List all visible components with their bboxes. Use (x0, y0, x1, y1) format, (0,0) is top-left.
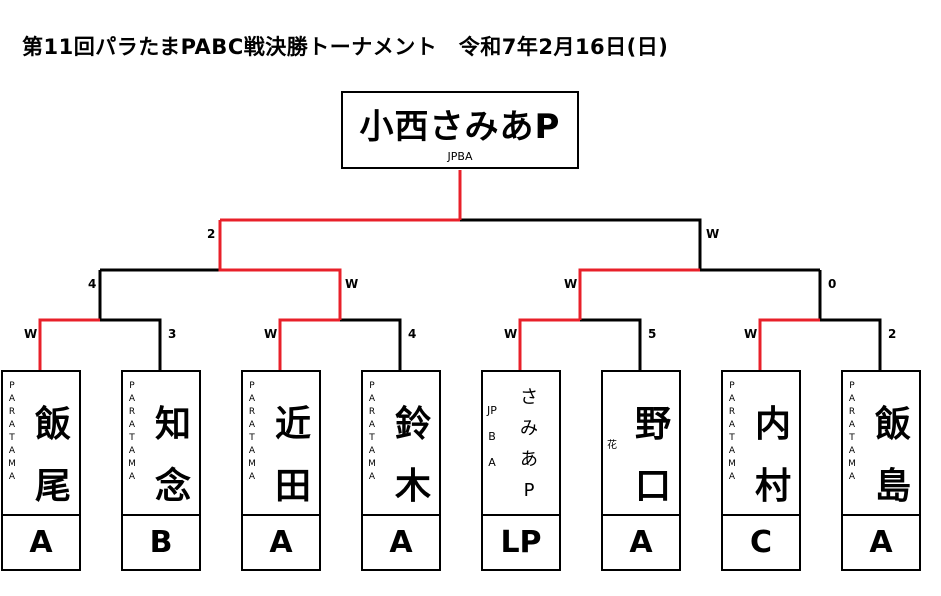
player-class: A (841, 514, 921, 571)
player-class: A (601, 514, 681, 571)
player-card-7: PARATAMA 内村 (721, 370, 801, 516)
player-affiliation: PARATAMA (848, 381, 856, 482)
player-card-5: JPBA さみあP (481, 370, 561, 516)
player-card-1: PARATAMA 飯尾 (1, 370, 81, 516)
bracket-line (578, 268, 700, 320)
player-affiliation: PARATAMA (8, 381, 16, 482)
champion-name: 小西さみあP (359, 107, 561, 147)
score-final-right: W (706, 227, 720, 241)
player-card-2: PARATAMA 知念 (121, 370, 201, 516)
player-name: 鈴木 (394, 404, 431, 507)
player-affiliation: PARATAMA (368, 381, 376, 482)
score-semi1-left: 4 (88, 277, 97, 291)
player-name: 知念 (154, 404, 191, 507)
player-affiliation: PARATAMA (248, 381, 256, 482)
player-name: 野口 (634, 404, 671, 507)
score-qf2-right: 4 (408, 327, 417, 341)
winner-paths (38, 170, 820, 371)
bracket-line (218, 220, 342, 320)
score-semi2-left: W (564, 277, 578, 291)
player-name: 飯島 (874, 404, 911, 507)
score-semi1-right: W (345, 277, 359, 291)
tournament-title: 第11回パラたまPABC戦決勝トーナメント 令和7年2月16日(日) (22, 35, 669, 59)
player-card-8: PARATAMA 飯島 (841, 370, 921, 516)
player-class: A (1, 514, 81, 571)
player-name: さみあP (520, 387, 538, 501)
score-qf1-left: W (24, 327, 38, 341)
bracket-line (460, 218, 702, 270)
score-qf1-right: 3 (168, 327, 177, 341)
score-qf3-left: W (504, 327, 518, 341)
champion-box: 小西さみあP JPBA (341, 91, 579, 169)
player-name: 飯尾 (34, 404, 71, 507)
champion-affiliation: JPBA (447, 150, 473, 163)
score-qf3-right: 5 (648, 327, 657, 341)
player-card-6: 花 野口 (601, 370, 681, 516)
player-class: LP (481, 514, 561, 571)
player-affiliation: PARATAMA (728, 381, 736, 482)
player-class: A (361, 514, 441, 571)
score-qf4-left: W (744, 327, 758, 341)
bracket-line (820, 318, 882, 371)
bracket-line (278, 318, 340, 371)
score-qf4-right: 2 (888, 327, 897, 341)
bracket-line (340, 318, 402, 371)
bracket-line (100, 318, 162, 371)
player-name: 近田 (274, 404, 311, 507)
score-semi2-right: 0 (828, 277, 837, 291)
bracket-line (38, 318, 100, 371)
player-class: B (121, 514, 201, 571)
score-qf2-left: W (264, 327, 278, 341)
player-card-4: PARATAMA 鈴木 (361, 370, 441, 516)
player-class: C (721, 514, 801, 571)
player-class: A (241, 514, 321, 571)
bracket-line (580, 318, 642, 371)
bracket-line (518, 318, 580, 371)
player-name: 内村 (754, 404, 791, 507)
loser-paths (98, 218, 882, 371)
player-affiliation: JPBA (487, 404, 497, 469)
score-final-left: 2 (207, 227, 216, 241)
player-affiliation: 花 (607, 440, 617, 451)
player-affiliation: PARATAMA (128, 381, 136, 482)
bracket-line (758, 318, 820, 371)
player-card-3: PARATAMA 近田 (241, 370, 321, 516)
